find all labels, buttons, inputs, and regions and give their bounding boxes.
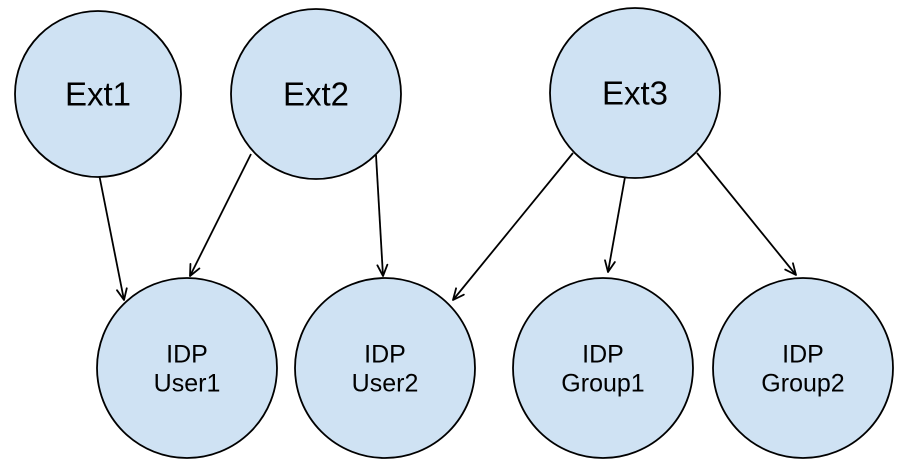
node-circle-idp-user2 [294,277,476,459]
node-circle-idp-user1 [96,277,278,459]
node-ext3: Ext3 [549,7,721,179]
node-circle-idp-group2 [712,277,894,459]
node-label-line: User1 [154,369,221,397]
edge-ext2-to-idp-user1 [189,153,252,277]
node-label-ext1: Ext1 [65,76,131,113]
node-label-line: Ext2 [283,76,349,113]
node-label-line: IDP [166,340,208,368]
node-circle-ext2 [230,8,402,180]
node-circle-ext3 [549,7,721,179]
node-label-line: IDP [364,340,406,368]
edge-ext2-to-idp-user2 [375,154,389,277]
edges-layer [98,152,797,301]
node-label-line: Group1 [561,369,644,397]
node-ext2: Ext2 [230,8,402,180]
edge-ext3-to-idp-group2 [696,152,797,276]
node-label-line: User2 [352,369,419,397]
node-label-line: IDP [782,340,824,368]
node-label-line: Ext3 [602,75,668,112]
node-label-ext2: Ext2 [283,76,349,113]
edge-ext3-to-idp-user2 [452,152,574,301]
node-ext1: Ext1 [14,10,182,178]
edge-ext1-to-idp-user1 [98,173,128,301]
node-label-line: Group2 [761,369,844,397]
node-circle-ext1 [14,10,182,178]
node-label-ext3: Ext3 [602,75,668,112]
node-label-line: Ext1 [65,76,131,113]
node-label-line: IDP [582,340,624,368]
edge-ext3-to-idp-group1 [604,176,626,273]
node-circle-idp-group1 [512,277,694,459]
